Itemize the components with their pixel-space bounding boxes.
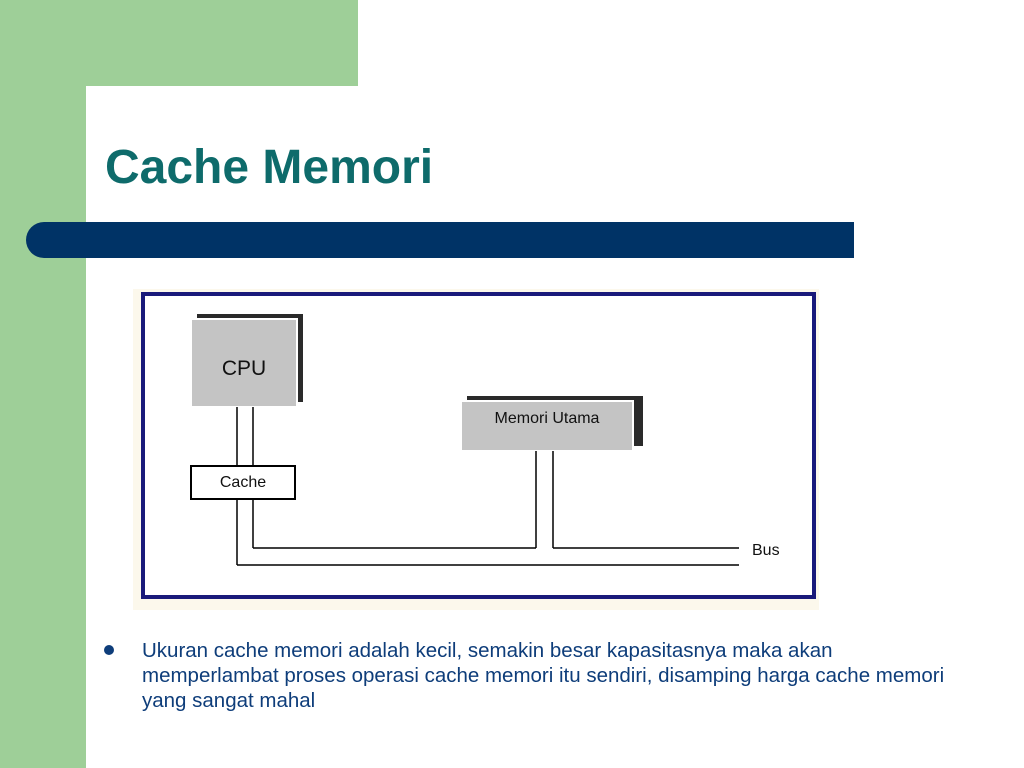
background-green-corner [0, 0, 358, 86]
bullet-dot-icon [104, 645, 114, 655]
cache-label: Cache [220, 474, 266, 491]
slide-title: Cache Memori [105, 141, 434, 194]
cache-box [190, 465, 296, 500]
title-underline-bar [26, 222, 854, 258]
cpu-label: CPU [222, 357, 266, 380]
bullet-list: Ukuran cache memori adalah kecil, semaki… [104, 638, 964, 713]
main-memory-label: Memori Utama [495, 410, 600, 427]
bullet-text: Ukuran cache memori adalah kecil, semaki… [142, 639, 945, 712]
main-memory-box [460, 400, 634, 452]
cache-memory-diagram: CPU Cache Memori Utama Bus [133, 289, 819, 610]
cpu-box [190, 318, 298, 408]
bus-label: Bus [752, 542, 780, 559]
background-green-strip [0, 0, 86, 768]
bullet-item: Ukuran cache memori adalah kecil, semaki… [104, 638, 964, 713]
